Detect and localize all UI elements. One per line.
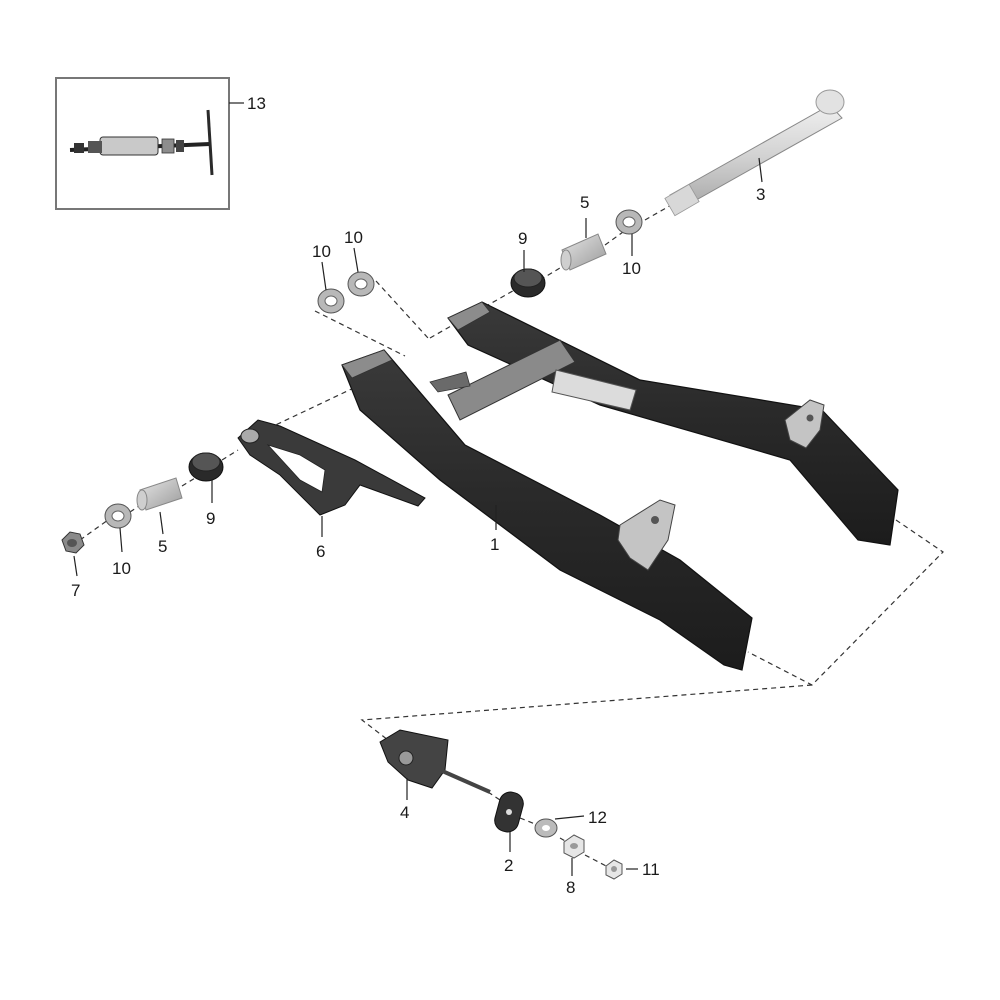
callout-10-upper-left-a: 10 xyxy=(312,242,331,261)
callout-8: 8 xyxy=(566,878,575,897)
callout-4: 4 xyxy=(400,803,409,822)
callout-9-lower: 9 xyxy=(206,509,215,528)
chain-guard xyxy=(237,419,426,516)
adjuster-block-4 xyxy=(379,729,491,794)
bearing-puller-tool xyxy=(69,109,214,176)
nut-11 xyxy=(605,859,623,880)
callout-10-upper-right: 10 xyxy=(622,259,641,278)
bearing-9-lower xyxy=(188,452,224,482)
sleeve-5-upper xyxy=(560,233,607,271)
nut-8 xyxy=(563,834,585,859)
callout-3: 3 xyxy=(756,185,765,204)
washer-10-upper-left-a xyxy=(317,288,345,314)
callout-5-lower: 5 xyxy=(158,537,167,556)
callout-13: 13 xyxy=(247,94,266,113)
washer-10-lower xyxy=(104,503,132,529)
swingarm xyxy=(341,301,899,671)
adjuster-plate-2 xyxy=(494,791,524,833)
lower-pivot-parts xyxy=(61,452,224,554)
washer-10-upper-left-b xyxy=(347,271,375,297)
callout-1: 1 xyxy=(490,535,499,554)
sleeve-5-lower xyxy=(136,477,183,511)
pivot-axle xyxy=(664,89,845,217)
callout-7: 7 xyxy=(71,581,80,600)
callout-12: 12 xyxy=(588,808,607,827)
callout-2: 2 xyxy=(504,856,513,875)
washer-10-upper-right xyxy=(615,209,643,235)
callout-10-upper-left-b: 10 xyxy=(344,228,363,247)
washer-12 xyxy=(534,818,558,838)
leader-lines xyxy=(73,102,763,876)
callout-5-upper: 5 xyxy=(580,193,589,212)
chain-adjuster-assembly xyxy=(379,729,623,880)
tool-inset xyxy=(55,77,230,210)
upper-pivot-parts xyxy=(317,209,643,314)
bearing-9-upper xyxy=(510,268,546,298)
callout-9-upper: 9 xyxy=(518,229,527,248)
callout-10-lower: 10 xyxy=(112,559,131,578)
callout-6: 6 xyxy=(316,542,325,561)
callout-11: 11 xyxy=(642,860,660,879)
nut-7 xyxy=(61,531,85,554)
callout-labels: 13 3 5 9 10 10 10 9 5 10 7 6 1 4 2 12 8 … xyxy=(71,94,765,897)
